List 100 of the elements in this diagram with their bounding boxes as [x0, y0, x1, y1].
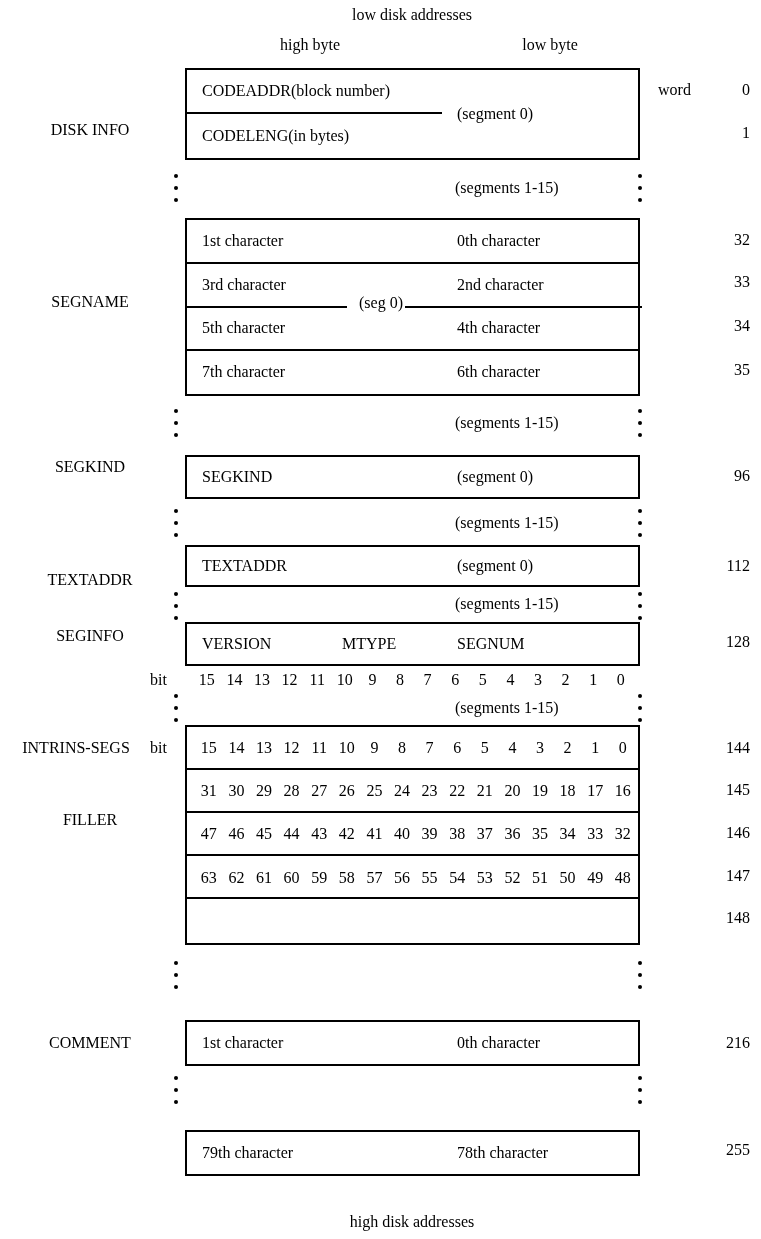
- annotation-label: 0: [742, 80, 750, 100]
- bit-number: 15: [200, 737, 217, 758]
- memory-word-box: [185, 545, 640, 587]
- bit-number: 1: [591, 737, 600, 758]
- memory-block: [185, 218, 640, 396]
- bit-number: 22: [449, 780, 466, 801]
- annotation-label: 1: [742, 123, 750, 143]
- annotation-label: (segments 1-15): [455, 178, 559, 198]
- field-label: 5th character: [202, 317, 286, 338]
- annotation-label: 13: [254, 670, 270, 690]
- bit-number: 27: [311, 780, 328, 801]
- annotation-label: low disk addresses: [352, 5, 472, 25]
- bit-number: 41: [366, 823, 383, 844]
- bit-number: 6: [453, 737, 462, 758]
- bit-number: 50: [559, 867, 576, 888]
- annotation-label: SEGINFO: [56, 626, 124, 646]
- bit-number: 7: [425, 737, 434, 758]
- bit-number: 36: [504, 823, 521, 844]
- bit-number: 62: [228, 867, 245, 888]
- memory-word-box: [185, 622, 640, 666]
- field-label: (segment 0): [457, 556, 533, 576]
- annotation-label: 8: [396, 670, 404, 690]
- bit-number: 14: [228, 737, 245, 758]
- annotation-label: 14: [226, 670, 243, 690]
- bit-number: 48: [614, 867, 631, 888]
- bit-number: 44: [283, 823, 300, 844]
- annotation-label: FILLER: [62, 810, 118, 830]
- annotation-label: 2: [561, 670, 570, 690]
- bit-number: 23: [421, 780, 438, 801]
- bit-number: 57: [366, 867, 383, 888]
- annotation-label: (segments 1-15): [455, 413, 559, 433]
- bit-number: 58: [338, 867, 355, 888]
- bit-number: 10: [338, 737, 355, 758]
- annotation-label: 147: [726, 866, 750, 886]
- bit-number: 12: [283, 737, 300, 758]
- annotation-label: 3: [534, 670, 542, 690]
- annotation-label: 4: [506, 670, 515, 690]
- bit-number: 55: [421, 867, 438, 888]
- field-label: 1st character: [202, 230, 284, 251]
- field-label: 1st character: [202, 1033, 284, 1053]
- field-label: 2nd character: [457, 275, 544, 296]
- bit-number: 63: [200, 867, 217, 888]
- bit-number: 3: [536, 737, 544, 758]
- bit-number: 40: [394, 823, 410, 844]
- annotation-label: 15: [198, 670, 215, 690]
- memory-word-box: [185, 1020, 640, 1066]
- annotation-label: 148: [726, 908, 750, 928]
- field-label: 0th character: [457, 1033, 541, 1053]
- annotation-label: 35: [734, 360, 750, 380]
- field-label: VERSION: [202, 634, 272, 654]
- memory-word-box: [185, 1130, 640, 1176]
- annotation-label: SEGNAME: [51, 292, 129, 312]
- field-label: CODEADDR(block number): [202, 81, 390, 101]
- annotation-label: bit: [150, 670, 167, 690]
- field-label: 79th character: [202, 1143, 294, 1163]
- annotation-label: DISK INFO: [50, 120, 130, 140]
- bit-number: 37: [476, 823, 493, 844]
- bit-number: 16: [614, 780, 631, 801]
- annotation-label: 12: [281, 670, 298, 690]
- bit-number: 61: [256, 867, 272, 888]
- bit-number: 34: [559, 823, 576, 844]
- bit-number: 39: [421, 823, 438, 844]
- annotation-label: 11: [309, 670, 325, 690]
- annotation-label: 144: [726, 738, 750, 758]
- bit-number: 53: [476, 867, 493, 888]
- annotation-label: word: [658, 80, 691, 100]
- annotation-label: 146: [726, 823, 750, 843]
- bit-number: 45: [256, 823, 272, 844]
- bit-number: 0: [618, 737, 627, 758]
- bit-number: 51: [532, 867, 548, 888]
- annotation-label: 255: [726, 1140, 750, 1160]
- annotation-label: (segments 1-15): [455, 513, 559, 533]
- memory-word-box: [185, 897, 640, 945]
- bit-number: 4: [508, 737, 517, 758]
- bit-number: 35: [532, 823, 548, 844]
- bit-number: 33: [587, 823, 604, 844]
- bit-number: 47: [200, 823, 217, 844]
- annotation-label: 112: [726, 556, 750, 576]
- annotation-label: 10: [336, 670, 353, 690]
- field-label: 7th character: [202, 362, 286, 383]
- field-label: MTYPE: [342, 634, 397, 654]
- bit-number: 25: [366, 780, 383, 801]
- bit-number: 54: [449, 867, 466, 888]
- annotation-label: (segments 1-15): [455, 594, 559, 614]
- bit-number: 60: [283, 867, 300, 888]
- field-label: CODELENG(in bytes): [202, 126, 350, 146]
- annotation-label: 5: [478, 670, 487, 690]
- bit-number: 20: [504, 780, 521, 801]
- annotation-label: COMMENT: [49, 1033, 131, 1053]
- annotation-label: high byte: [280, 35, 340, 55]
- field-label: 0th character: [457, 230, 541, 251]
- annotation-label: 33: [734, 272, 750, 292]
- bit-number: 42: [338, 823, 355, 844]
- field-label: SEGKIND: [202, 467, 273, 487]
- bit-number: 28: [283, 780, 300, 801]
- field-label: 6th character: [457, 362, 541, 383]
- annotation-label: 128: [726, 632, 750, 652]
- bit-number: 46: [228, 823, 245, 844]
- bit-number: 49: [587, 867, 604, 888]
- bit-number: 32: [614, 823, 631, 844]
